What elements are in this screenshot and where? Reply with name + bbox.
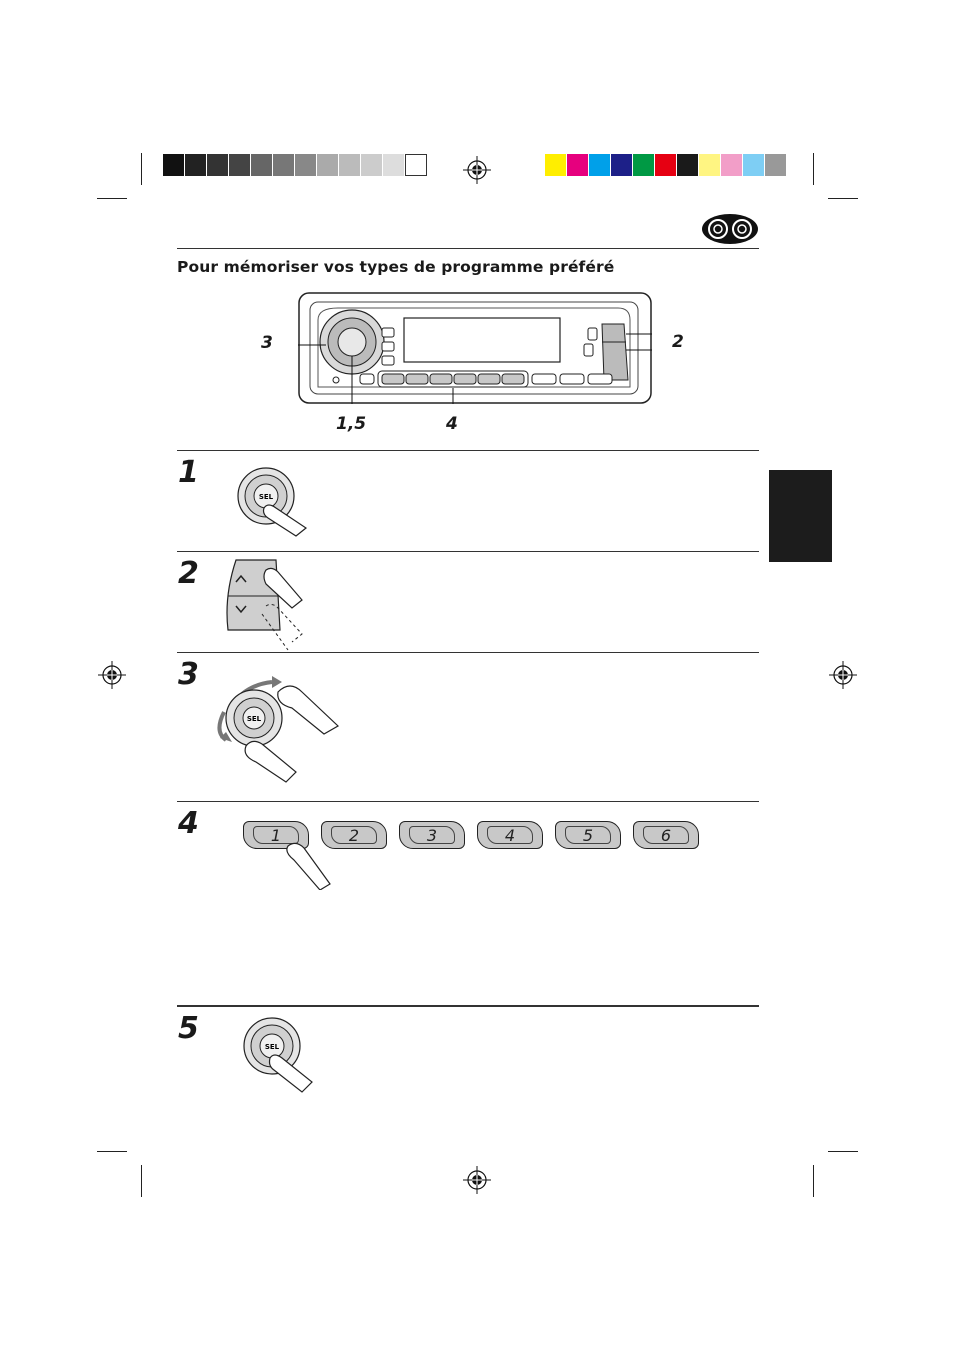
color-swatch bbox=[273, 154, 295, 176]
step-divider bbox=[177, 551, 759, 552]
color-swatch bbox=[383, 154, 405, 176]
preset-button-4: 4 bbox=[477, 821, 543, 849]
color-swatch bbox=[743, 154, 765, 176]
step-divider bbox=[177, 801, 759, 802]
registration-mark-icon bbox=[463, 1166, 491, 1194]
preset-button-inner bbox=[643, 826, 689, 844]
color-swatch bbox=[699, 154, 721, 176]
color-swatch bbox=[633, 154, 655, 176]
step-divider bbox=[177, 652, 759, 653]
color-swatch bbox=[295, 154, 317, 176]
gray-calibration-bar bbox=[163, 154, 427, 176]
step-number: 1 bbox=[178, 455, 199, 490]
preset-button-inner bbox=[253, 826, 299, 844]
crop-mark bbox=[97, 1151, 127, 1152]
preset-button-inner bbox=[487, 826, 533, 844]
color-swatch bbox=[207, 154, 229, 176]
color-swatch bbox=[339, 154, 361, 176]
preset-button-label: 5 bbox=[582, 825, 594, 845]
section-heading: Pour mémoriser vos types de programme pr… bbox=[177, 258, 615, 276]
knob-turn-icon: SEL bbox=[217, 676, 340, 783]
step-number: 4 bbox=[178, 806, 199, 841]
crop-mark bbox=[828, 1151, 858, 1152]
finger-press-icon bbox=[286, 842, 331, 890]
preset-button-label: 6 bbox=[660, 825, 672, 845]
step-number: 5 bbox=[178, 1011, 199, 1046]
callout-knob: 3 bbox=[261, 333, 273, 353]
language-tab bbox=[769, 470, 832, 562]
color-swatch bbox=[721, 154, 743, 176]
color-swatch bbox=[545, 154, 567, 176]
crop-mark bbox=[141, 1165, 142, 1197]
registration-mark-icon bbox=[829, 661, 857, 689]
preset-button-3: 3 bbox=[399, 821, 465, 849]
registration-mark-icon bbox=[463, 156, 491, 184]
color-swatch bbox=[317, 154, 339, 176]
crop-mark bbox=[141, 153, 142, 185]
car-stereo-diagram bbox=[298, 292, 652, 404]
preset-button-label: 1 bbox=[270, 825, 282, 845]
preset-button-label: 3 bbox=[426, 825, 438, 845]
crop-mark bbox=[828, 198, 858, 199]
color-swatch bbox=[251, 154, 273, 176]
callout-seek: 2 bbox=[672, 332, 684, 352]
crop-mark bbox=[97, 198, 127, 199]
sel-label: SEL bbox=[265, 1043, 280, 1051]
sel-label: SEL bbox=[247, 715, 262, 723]
sel-press-icon: SEL bbox=[237, 467, 308, 537]
sel-press-icon: SEL bbox=[243, 1017, 313, 1093]
crop-mark bbox=[813, 153, 814, 185]
color-swatch bbox=[765, 154, 787, 176]
color-calibration-bar bbox=[545, 154, 787, 176]
preset-button-inner bbox=[565, 826, 611, 844]
step-divider bbox=[177, 1005, 759, 1007]
step-number: 3 bbox=[178, 657, 199, 692]
color-swatch bbox=[611, 154, 633, 176]
preset-button-row: 1 2 3 4 5 6 bbox=[243, 821, 699, 849]
surround-logo-icon bbox=[702, 214, 758, 244]
color-swatch bbox=[655, 154, 677, 176]
preset-button-label: 4 bbox=[504, 825, 516, 845]
sel-label: SEL bbox=[259, 493, 274, 501]
preset-button-5: 5 bbox=[555, 821, 621, 849]
color-swatch bbox=[405, 154, 427, 176]
preset-button-inner bbox=[331, 826, 377, 844]
step-number: 2 bbox=[178, 556, 199, 591]
callout-sel: 1,5 bbox=[336, 414, 367, 434]
callout-presets: 4 bbox=[446, 414, 458, 434]
color-swatch bbox=[163, 154, 185, 176]
preset-button-6: 6 bbox=[633, 821, 699, 849]
crop-mark bbox=[813, 1165, 814, 1197]
up-down-press-icon bbox=[226, 559, 303, 651]
color-swatch bbox=[677, 154, 699, 176]
preset-button-label: 2 bbox=[348, 825, 360, 845]
color-swatch bbox=[185, 154, 207, 176]
registration-mark-icon bbox=[98, 661, 126, 689]
preset-button-inner bbox=[409, 826, 455, 844]
color-swatch bbox=[361, 154, 383, 176]
color-swatch bbox=[229, 154, 251, 176]
color-swatch bbox=[589, 154, 611, 176]
header-rule bbox=[177, 248, 759, 249]
step-divider bbox=[177, 450, 759, 451]
preset-button-2: 2 bbox=[321, 821, 387, 849]
color-swatch bbox=[567, 154, 589, 176]
